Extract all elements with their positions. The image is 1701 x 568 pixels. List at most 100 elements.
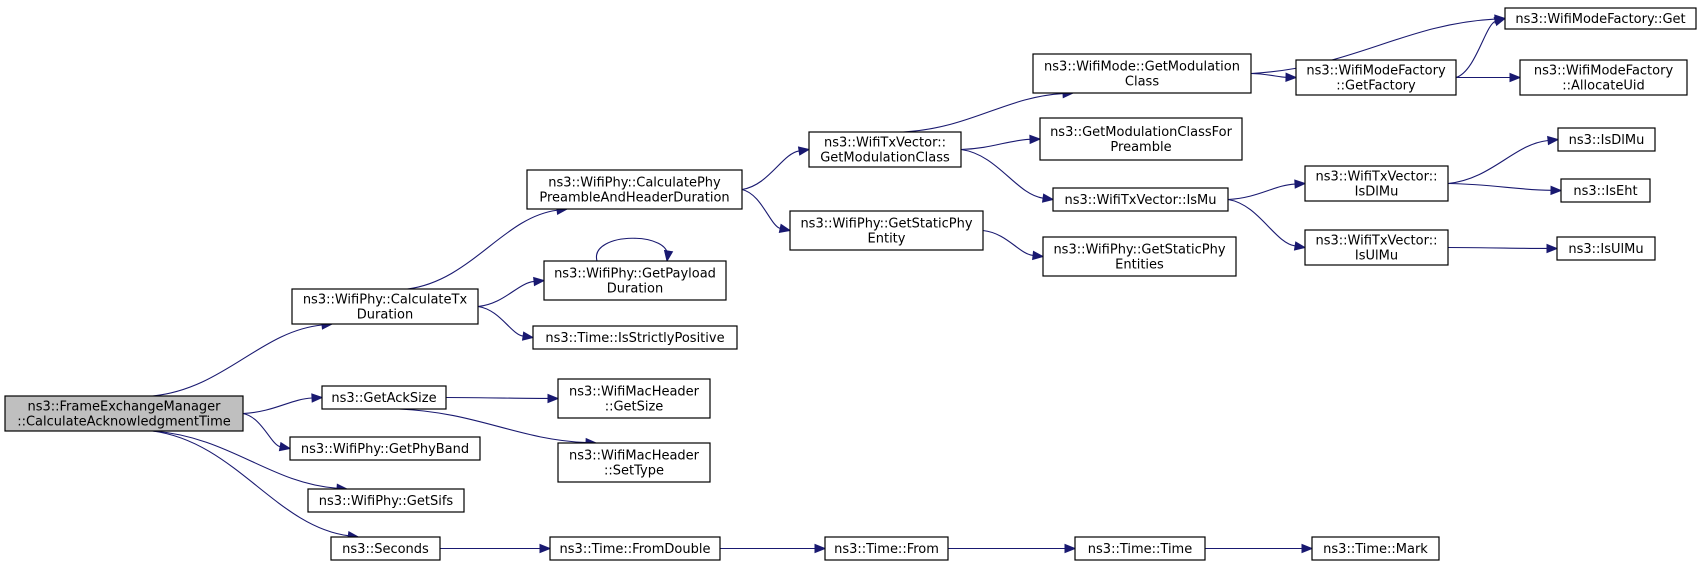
node-get-sifs[interactable]: ns3::WifiPhy::GetSifs	[307, 488, 465, 513]
edge-tx-is-ul-mu-to-is-ul-mu	[1447, 243, 1559, 254]
node-box	[1557, 127, 1656, 152]
edge-calc-phy-pre-to-tx-get-mod	[741, 146, 811, 191]
edge-calc-phy-pre-to-static-phy	[741, 188, 792, 233]
edge-get-payload-to-get-payload	[596, 237, 674, 263]
node-label: Class	[1125, 75, 1159, 90]
node-is-eht[interactable]: ns3::IsEht	[1560, 178, 1651, 203]
edge-tx-get-mod-to-get-mod-pre	[960, 134, 1042, 151]
node-box	[1032, 53, 1252, 94]
edge-line	[1447, 182, 1552, 191]
edge-arrowhead	[311, 393, 324, 403]
node-label: Entities	[1115, 258, 1164, 273]
edge-time-time-to-time-mark	[1205, 543, 1314, 554]
edge-line	[398, 408, 587, 444]
nodes-layer: ns3::FrameExchangeManager::CalculateAckn…	[4, 7, 1697, 561]
edge-calc-tx-to-get-payload	[477, 276, 546, 308]
node-tx-is-mu[interactable]: ns3::WifiTxVector::IsMu	[1052, 187, 1229, 212]
edge-line	[1447, 246, 1548, 250]
node-is-ul-mu[interactable]: ns3::IsUlMu	[1556, 236, 1656, 261]
node-box	[1052, 187, 1229, 212]
edge-line	[445, 396, 549, 400]
edge-arrowhead	[778, 223, 792, 233]
node-label: ns3::Time::IsStrictlyPositive	[545, 331, 724, 346]
node-fact-get[interactable]: ns3::WifiModeFactory::Get	[1504, 7, 1697, 30]
edge-arrowhead	[1041, 193, 1055, 203]
node-mode-get-mod[interactable]: ns3::WifiMode::GetModulationClass	[1032, 53, 1252, 94]
edge-get-factory-to-fact-get	[1455, 16, 1507, 79]
node-box	[557, 442, 711, 483]
node-label: ns3::WifiPhy::GetStaticPhy	[800, 217, 972, 232]
node-label: PreambleAndHeaderDuration	[539, 191, 729, 206]
node-label: ns3::WifiTxVector::	[1315, 170, 1437, 185]
edge-line	[152, 430, 349, 537]
node-is-dl-mu[interactable]: ns3::IsDlMu	[1557, 127, 1656, 152]
node-alloc-uid[interactable]: ns3::WifiModeFactory::AllocateUid	[1519, 59, 1688, 96]
node-label: ns3::WifiPhy::GetStaticPhy	[1053, 243, 1225, 258]
node-label: ns3::IsUlMu	[1568, 242, 1643, 257]
node-tx-get-mod[interactable]: ns3::WifiTxVector::GetModulationClass	[808, 131, 962, 168]
node-box	[1519, 59, 1688, 96]
node-tx-is-ul-mu[interactable]: ns3::WifiTxVector::IsUlMu	[1304, 229, 1449, 266]
node-root[interactable]: ns3::FrameExchangeManager::CalculateAckn…	[4, 395, 244, 432]
node-box	[532, 325, 738, 350]
edge-line	[1250, 18, 1496, 75]
node-get-ack-size[interactable]: ns3::GetAckSize	[321, 385, 447, 410]
edge-arrowhead	[1293, 241, 1307, 251]
edge-get-ack-size-to-mac-get-size	[445, 393, 560, 404]
edge-line	[1227, 198, 1296, 247]
edge-arrowhead	[1509, 72, 1522, 83]
node-mac-get-size[interactable]: ns3::WifiMacHeader::GetSize	[557, 378, 711, 419]
edge-line	[960, 148, 1044, 199]
edge-tx-is-mu-to-tx-is-dl-mu	[1227, 179, 1307, 201]
edge-line	[596, 237, 668, 262]
node-from-double[interactable]: ns3::Time::FromDouble	[549, 536, 721, 561]
node-get-factory[interactable]: ns3::WifiModeFactory::GetFactory	[1295, 59, 1457, 96]
node-tx-is-dl-mu[interactable]: ns3::WifiTxVector::IsDlMu	[1304, 165, 1449, 202]
node-label: ns3::GetAckSize	[331, 391, 436, 406]
edge-arrowhead	[1547, 135, 1560, 146]
node-time-from[interactable]: ns3::Time::From	[824, 536, 949, 561]
edge-line	[1455, 20, 1496, 79]
node-box	[291, 288, 479, 325]
node-label: IsUlMu	[1355, 249, 1398, 264]
edge-arrowhead	[797, 146, 811, 156]
edge-tx-get-mod-to-tx-is-mu	[960, 148, 1055, 203]
node-label: ::CalculateAcknowledgmentTime	[17, 415, 231, 430]
node-calc-phy-pre[interactable]: ns3::WifiPhy::CalculatePhyPreambleAndHea…	[526, 169, 743, 210]
edge-arrowhead	[1493, 16, 1507, 27]
node-strict-pos[interactable]: ns3::Time::IsStrictlyPositive	[532, 325, 738, 350]
edge-tx-is-mu-to-tx-is-ul-mu	[1227, 198, 1307, 251]
node-box	[1311, 536, 1440, 561]
node-label: Duration	[357, 308, 413, 323]
node-box	[549, 536, 721, 561]
edge-get-factory-to-alloc-uid	[1456, 72, 1522, 83]
edge-arrowhead	[1294, 179, 1307, 189]
node-label: ns3::Seconds	[342, 542, 429, 557]
node-time-mark[interactable]: ns3::Time::Mark	[1311, 536, 1440, 561]
node-label: ::GetFactory	[1336, 79, 1416, 94]
node-get-phy-band[interactable]: ns3::WifiPhy::GetPhyBand	[289, 436, 481, 461]
node-box	[1556, 236, 1656, 261]
node-label: ns3::WifiModeFactory::Get	[1515, 12, 1685, 27]
node-label: ns3::Time::Time	[1088, 542, 1192, 557]
node-label: IsDlMu	[1355, 185, 1399, 200]
edge-arrowhead	[1285, 72, 1298, 83]
node-label: Duration	[607, 282, 663, 297]
edge-arrowhead	[663, 249, 674, 263]
edge-arrowhead	[539, 543, 552, 554]
node-box	[4, 395, 244, 432]
node-mac-set-type[interactable]: ns3::WifiMacHeader::SetType	[557, 442, 711, 483]
node-label: ns3::Time::From	[834, 542, 939, 557]
node-time-time[interactable]: ns3::Time::Time	[1074, 536, 1206, 561]
edge-arrowhead	[1032, 250, 1045, 261]
edge-line	[477, 305, 524, 337]
node-seconds[interactable]: ns3::Seconds	[330, 536, 441, 561]
node-box	[1074, 536, 1206, 561]
node-box	[543, 260, 727, 301]
